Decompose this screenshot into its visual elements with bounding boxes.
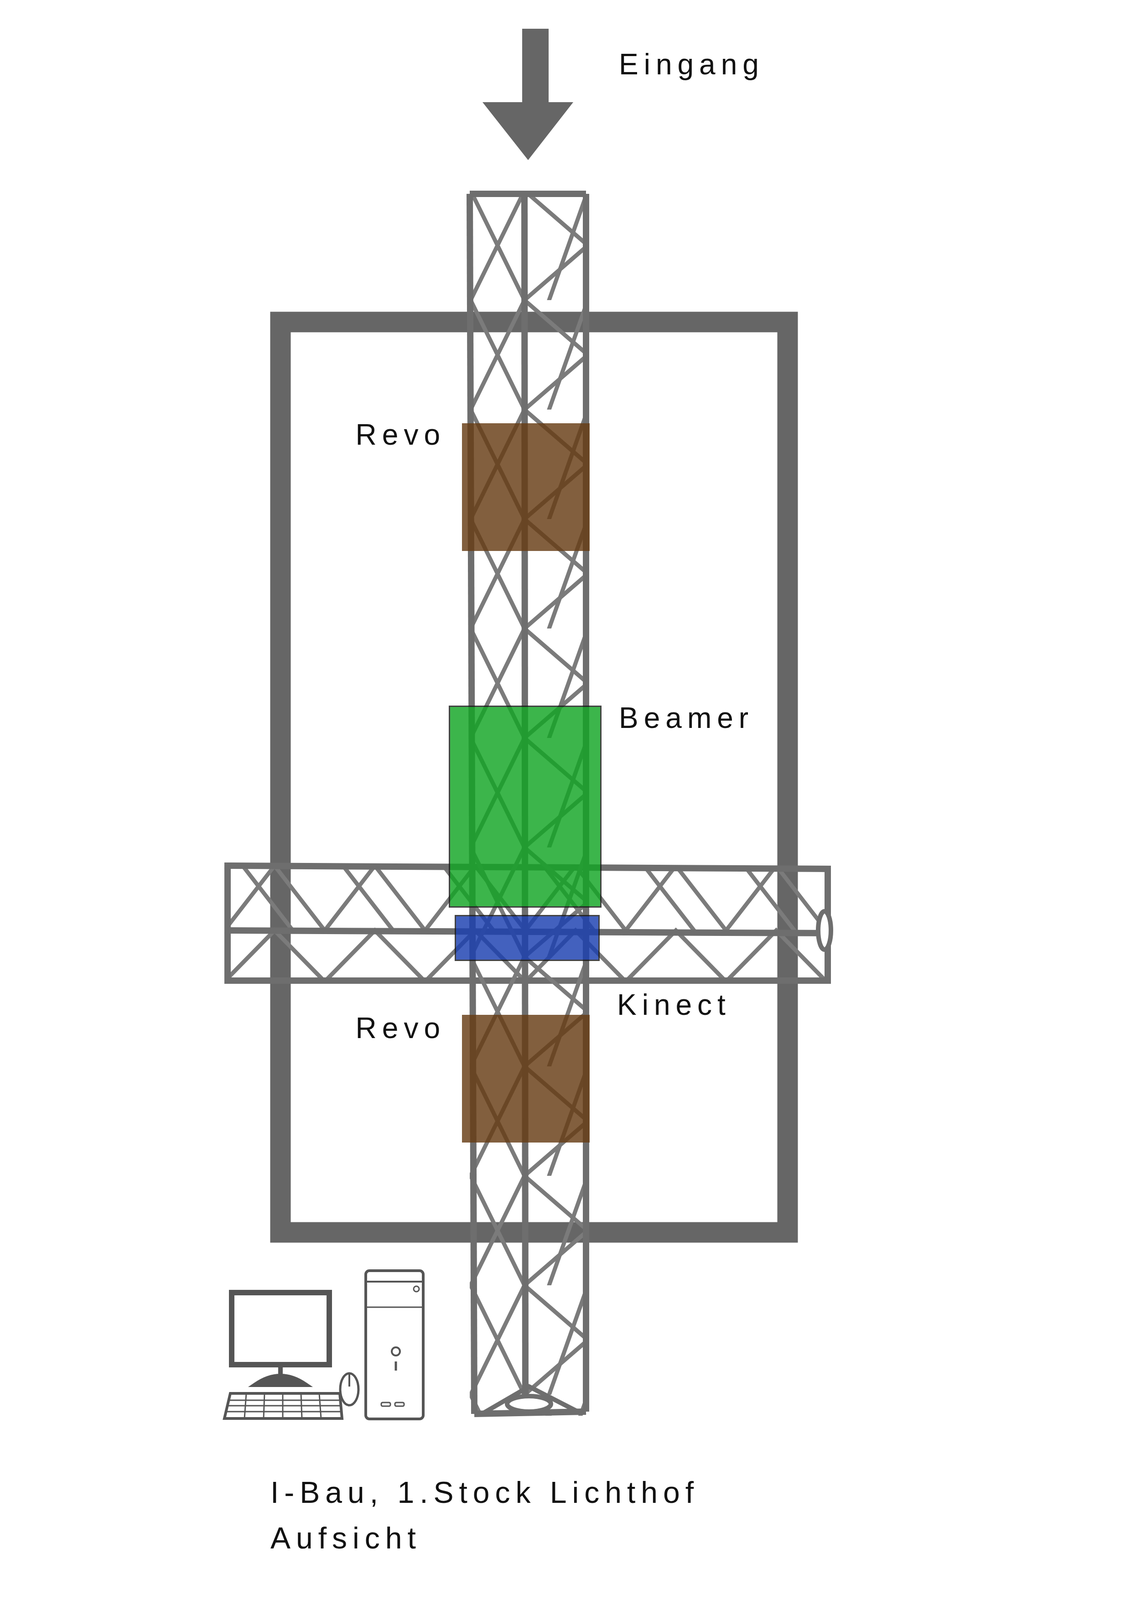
box-fill xyxy=(448,705,602,908)
projector-box: Beamer xyxy=(448,705,602,908)
speaker-box: Revo xyxy=(461,1014,590,1143)
box-label: Revo xyxy=(355,1011,446,1045)
box-fill xyxy=(461,1014,590,1143)
entrance-label: Eingang xyxy=(618,47,765,82)
box-fill xyxy=(454,914,600,961)
box-label: Beamer xyxy=(618,700,754,735)
speaker-box: Revo xyxy=(461,423,590,551)
caption: I-Bau, 1.Stock Lichthof Aufsicht xyxy=(270,1469,727,1561)
computer-icon xyxy=(224,1270,424,1419)
sensor-box: Kinect xyxy=(454,914,600,961)
entrance-arrow xyxy=(482,28,574,161)
box-label: Kinect xyxy=(617,987,732,1022)
box-fill xyxy=(461,423,590,551)
room-outline xyxy=(280,321,788,1233)
box-label: Revo xyxy=(355,417,446,452)
